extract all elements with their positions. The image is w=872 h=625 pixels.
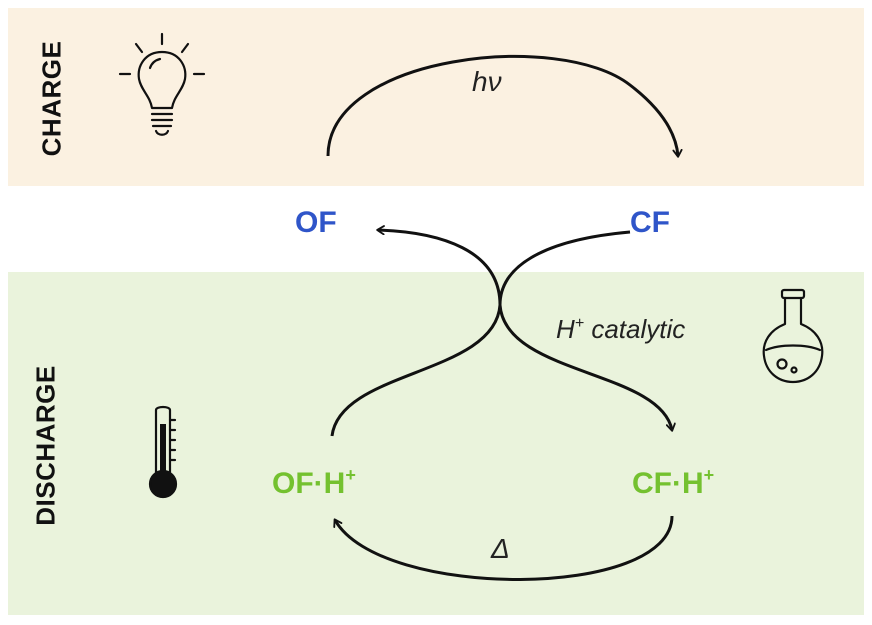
cf-to-of-arrow	[378, 230, 631, 306]
species-cf: CF	[630, 206, 670, 239]
crossing-to-cfh-arrow	[498, 304, 672, 430]
species-of: OF	[295, 206, 337, 239]
thermometer-icon	[148, 405, 178, 499]
catalytic-sup: +	[574, 315, 585, 332]
thermal-arrow	[335, 515, 674, 581]
species-cf-h: CF·H+	[632, 465, 714, 501]
charge-band	[8, 8, 864, 186]
ofh-to-crossing	[330, 304, 502, 437]
photo-arrow	[326, 55, 678, 156]
catalytic-label: H+ catalytic	[556, 314, 685, 345]
delta-label: Δ	[491, 533, 510, 564]
discharge-band	[8, 272, 864, 615]
lightbulb-icon	[118, 32, 206, 136]
hv-label: hν	[472, 66, 502, 97]
species-of-h-sup: +	[345, 465, 356, 485]
flask-icon	[762, 288, 824, 384]
species-of-h: OF·H+	[272, 465, 356, 501]
species-of-h-base: OF·H	[272, 467, 346, 500]
species-cf-h-sup: +	[703, 465, 715, 485]
species-cf-h-base: CF·H	[632, 467, 704, 500]
catalytic-rest: catalytic	[584, 314, 686, 344]
catalytic-base: H	[556, 314, 575, 344]
